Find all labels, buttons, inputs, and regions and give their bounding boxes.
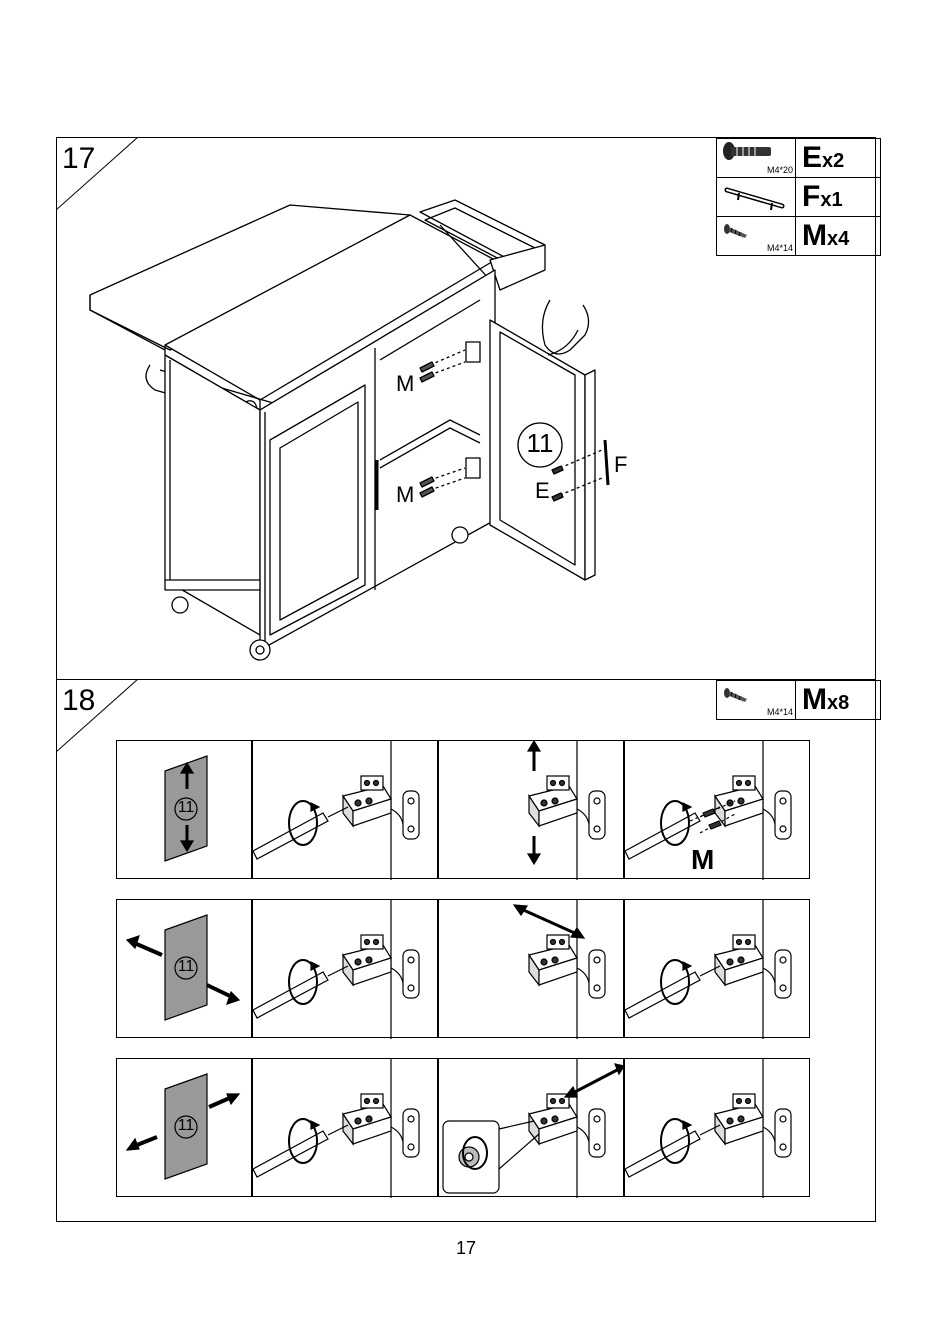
part-code: M (802, 683, 827, 716)
hinge-icon (625, 900, 811, 1039)
legend-row-m: M4*14 Mx4 (717, 217, 881, 256)
adjustment-cell (252, 1058, 438, 1197)
legend-image-f (717, 178, 796, 217)
hinge-icon (625, 1059, 811, 1198)
page-number: 17 (0, 1238, 932, 1259)
adjustment-cell (438, 740, 624, 879)
adjustment-cell (252, 740, 438, 879)
part-ref-11: 11 (171, 799, 201, 817)
legend-image-m: M4*14 (717, 681, 796, 720)
legend-image-e: M4*20 (717, 139, 796, 178)
adjustment-cell: M (624, 740, 810, 879)
handle-label-f: F (614, 452, 627, 478)
legend-size-e: M4*20 (767, 165, 793, 175)
legend-row-e: M4*20 Ex2 (717, 139, 881, 178)
part-qty: x2 (822, 150, 844, 172)
adjustment-cell (438, 899, 624, 1038)
legend-image-m: M4*14 (717, 217, 796, 256)
adjustment-cell (252, 899, 438, 1038)
adjustment-cell (624, 1058, 810, 1197)
legend-code-m: Mx8 (796, 681, 881, 720)
hinge-icon (439, 900, 625, 1039)
adjustment-cell (438, 1058, 624, 1197)
part-code: M (802, 219, 827, 252)
screw-label-m-lower: M (396, 482, 414, 508)
hinge-icon (439, 1059, 625, 1198)
part-qty: x8 (827, 692, 849, 714)
step-18-parts-legend: M4*14 Mx8 (716, 680, 881, 720)
legend-code-m: Mx4 (796, 217, 881, 256)
hinge-icon (625, 741, 811, 880)
part-qty: x1 (820, 189, 842, 211)
legend-size-m: M4*14 (767, 707, 793, 717)
bolt-label-e: E (535, 478, 550, 504)
step-17-parts-legend: M4*20 Ex2 Fx1 M4*14 (716, 138, 881, 256)
part-code: F (802, 180, 820, 213)
adjustment-cell: 11 (116, 899, 252, 1038)
kitchen-cart-illustration (80, 150, 620, 670)
hinge-icon (439, 741, 625, 880)
adjustment-cell: 11 (116, 740, 252, 879)
part-code: E (802, 141, 822, 174)
hinge-icon (253, 1059, 439, 1198)
part-ref-11: 11 (171, 1117, 201, 1135)
screw-label-m: M (691, 844, 714, 876)
part-qty: x4 (827, 228, 849, 250)
part-ref-11: 11 (171, 958, 201, 976)
part-ref-11: 11 (516, 428, 564, 459)
hinge-icon (253, 741, 439, 880)
hinge-icon (253, 900, 439, 1039)
legend-size-m: M4*14 (767, 243, 793, 253)
legend-code-e: Ex2 (796, 139, 881, 178)
screw-label-m-upper: M (396, 371, 414, 397)
legend-row-f: Fx1 (717, 178, 881, 217)
adjustment-cell (624, 899, 810, 1038)
adjustment-cell: 11 (116, 1058, 252, 1197)
handle-icon (717, 178, 795, 216)
legend-code-f: Fx1 (796, 178, 881, 217)
legend-row-m: M4*14 Mx8 (717, 681, 881, 720)
